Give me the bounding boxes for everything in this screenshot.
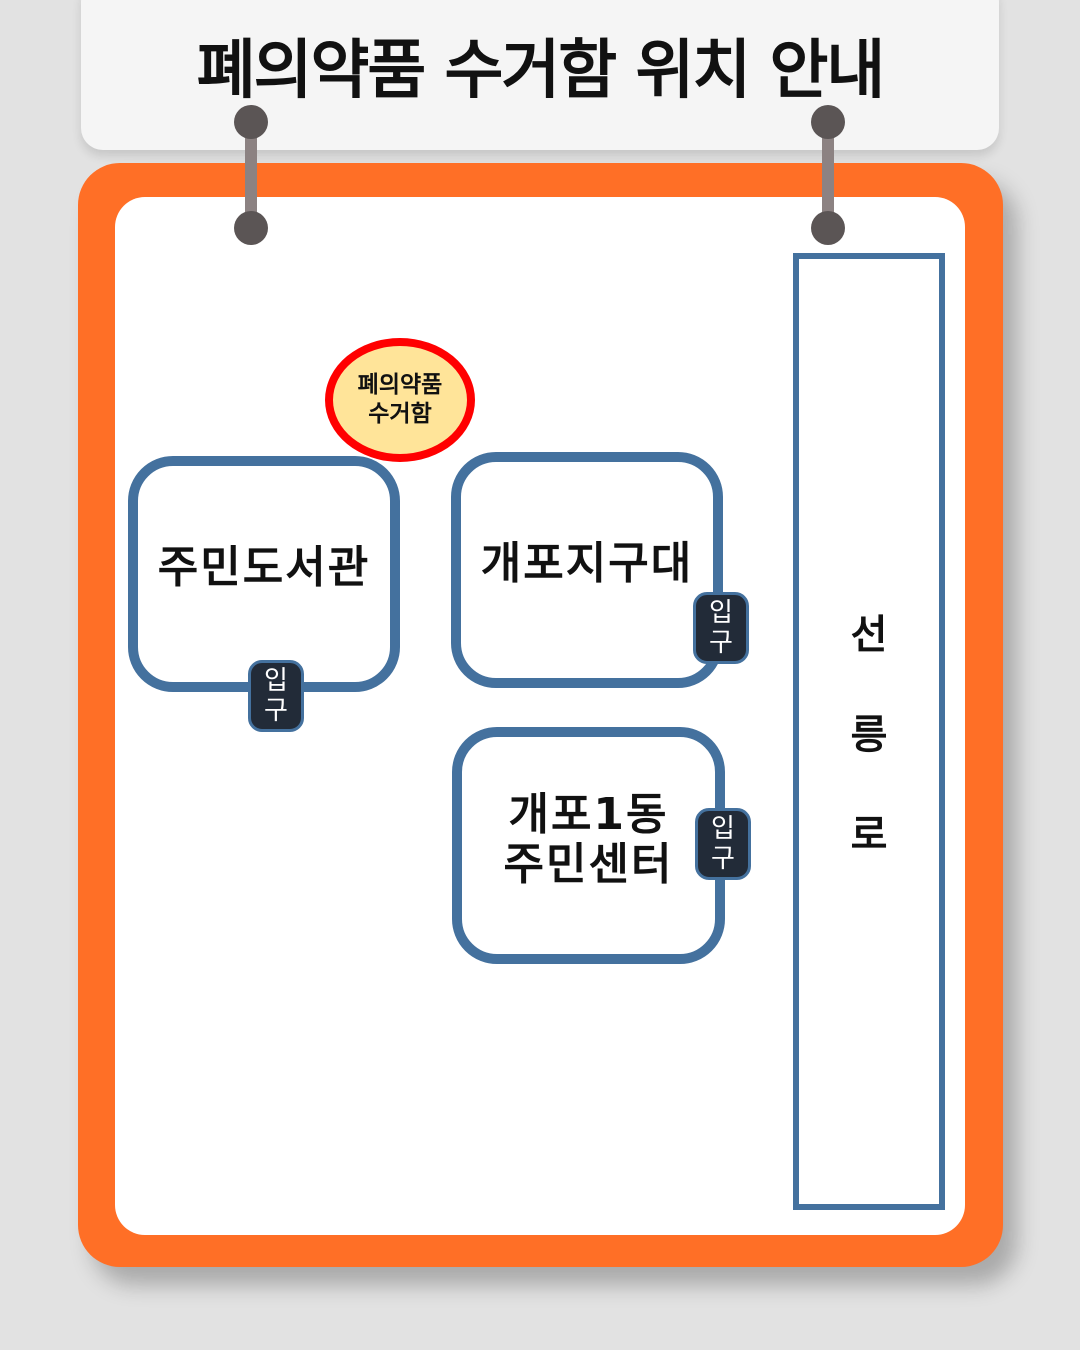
bin-label-line2: 수거함 xyxy=(368,401,432,427)
ring-right-top xyxy=(811,105,845,139)
road-label-char: 릉 xyxy=(850,712,888,758)
entrance-char: 입 xyxy=(264,666,288,696)
ring-left-bar xyxy=(245,122,257,228)
entrance-char: 구 xyxy=(711,844,735,874)
building-label-line2: 주민센터 xyxy=(503,838,674,890)
ring-right-bar xyxy=(822,122,834,228)
entrance-badge-library: 입 구 xyxy=(248,660,304,732)
entrance-char: 입 xyxy=(711,814,735,844)
road-label-char: 로 xyxy=(850,812,888,858)
entrance-char: 구 xyxy=(264,696,288,726)
road-label-char: 선 xyxy=(850,612,888,658)
ring-right-bottom xyxy=(811,211,845,245)
building-label-line1: 개포1동 xyxy=(508,788,669,840)
building-label: 개포지구대 xyxy=(480,538,694,589)
collection-bin-marker: 폐의약품 수거함 xyxy=(325,338,475,462)
ring-left-bottom xyxy=(234,211,268,245)
entrance-char: 입 xyxy=(709,598,733,628)
entrance-badge-community-center: 입 구 xyxy=(695,808,751,880)
bin-label-line1: 폐의약품 xyxy=(357,372,443,398)
building-community-center: 개포1동 주민센터 xyxy=(452,727,725,964)
entrance-badge-police-box: 입 구 xyxy=(693,592,749,664)
building-label: 주민도서관 xyxy=(157,542,371,593)
building-police-box: 개포지구대 xyxy=(451,452,723,688)
entrance-char: 구 xyxy=(709,628,733,658)
ring-left-top xyxy=(234,105,268,139)
road-seolleung-ro xyxy=(793,253,945,1210)
building-library: 주민도서관 xyxy=(128,456,400,692)
page-title: 폐의약품 수거함 위치 안내 xyxy=(196,34,886,108)
